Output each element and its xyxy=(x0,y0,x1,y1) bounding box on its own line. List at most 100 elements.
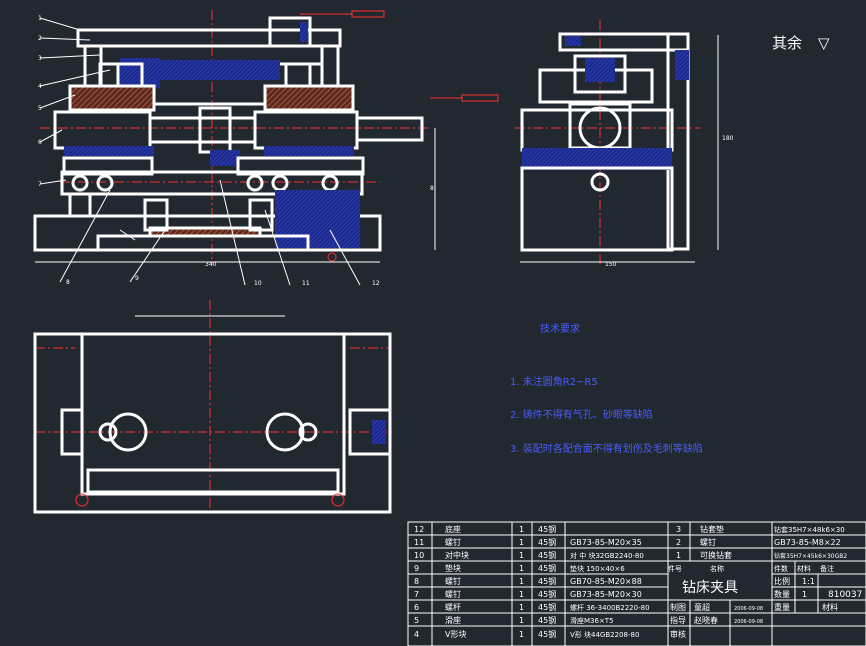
table-row: 1 可换钻套 钻套35H7×45k6×30GB2 xyxy=(676,550,847,560)
drawn-label: 制图 xyxy=(670,602,686,612)
svg-text:1: 1 xyxy=(519,538,524,547)
svg-text:8: 8 xyxy=(414,577,419,586)
svg-text:45钢: 45钢 xyxy=(538,524,556,534)
svg-text:1: 1 xyxy=(676,551,681,560)
svg-text:2: 2 xyxy=(38,35,42,42)
bom-table: 12 底座 1 45钢 11 螺钉 1 45钢 GB73-85-M20×35 1… xyxy=(414,524,650,639)
svg-text:1: 1 xyxy=(519,525,524,534)
svg-text:钻套垫: 钻套垫 xyxy=(700,524,724,534)
svg-text:45钢: 45钢 xyxy=(538,563,556,573)
table-row: 7 螺钉 1 45钢 GB73-85-M20×30 xyxy=(414,589,642,599)
table-row: 12 底座 1 45钢 xyxy=(414,524,556,534)
surface-note: 其余 xyxy=(772,34,802,52)
svg-text:对中块: 对中块 xyxy=(445,550,469,560)
table-row: 2 螺钉 GB73-85-M8×22 xyxy=(676,537,841,547)
qty-label: 数量 xyxy=(774,589,790,599)
scale-value: 1:1 xyxy=(802,577,815,586)
svg-text:9: 9 xyxy=(135,275,139,282)
svg-text:45钢: 45钢 xyxy=(538,576,556,586)
svg-text:螺钉: 螺钉 xyxy=(445,537,461,547)
drawn-by: 童超 xyxy=(694,602,710,612)
requirement-1: 1. 未注圆角R2~R5 xyxy=(510,375,598,388)
drawing-title: 钻床夹具 xyxy=(682,580,738,596)
requirements-heading: 技术要求 xyxy=(540,322,580,335)
svg-text:6: 6 xyxy=(414,603,419,612)
svg-text:螺钉: 螺钉 xyxy=(700,537,716,547)
count-label: 件数 xyxy=(774,564,788,573)
checked-label: 指导 xyxy=(670,615,686,625)
svg-text:1: 1 xyxy=(519,616,524,625)
svg-text:V形块: V形块 xyxy=(445,629,466,639)
svg-text:GB73-85-M8×22: GB73-85-M8×22 xyxy=(774,538,841,547)
svg-text:1: 1 xyxy=(519,564,524,573)
date-2: 2006-09-08 xyxy=(734,619,763,625)
svg-text:8: 8 xyxy=(430,185,434,192)
svg-text:9: 9 xyxy=(414,564,419,573)
svg-text:5: 5 xyxy=(414,616,419,625)
svg-text:11: 11 xyxy=(414,538,424,547)
bom-upper: 3 钻套垫 钻套35H7×48k6×30 2 螺钉 GB73-85-M8×22 … xyxy=(668,524,847,573)
weight-label: 重量 xyxy=(774,602,790,612)
svg-text:45钢: 45钢 xyxy=(538,550,556,560)
svg-text:底座: 底座 xyxy=(445,524,461,534)
svg-text:1: 1 xyxy=(38,15,42,22)
svg-text:1: 1 xyxy=(519,630,524,639)
table-row: 4 V形块 1 45钢 V形 块44GB2208-80 xyxy=(414,629,639,639)
table-row: 3 钻套垫 钻套35H7×48k6×30 xyxy=(676,524,845,534)
svg-text:5: 5 xyxy=(38,105,42,112)
svg-text:对 中 块32GB2240-80: 对 中 块32GB2240-80 xyxy=(570,551,644,560)
svg-text:45钢: 45钢 xyxy=(538,602,556,612)
table-row: 5 滑座 1 45钢 滑座M36×T5 xyxy=(414,615,614,625)
svg-text:11: 11 xyxy=(302,280,310,287)
table-row: 9 垫块 1 45钢 垫块 150×40×6 xyxy=(414,563,625,573)
scale-label: 比例 xyxy=(774,576,790,586)
svg-text:45钢: 45钢 xyxy=(538,629,556,639)
mat2-label: 材料 xyxy=(822,602,838,612)
table-row: 8 螺钉 1 45钢 GB70-85-M20×88 xyxy=(414,576,642,586)
table-row: 6 螺杆 1 45钢 螺杆 36-3400B2220-80 xyxy=(414,602,650,612)
svg-text:滑座M36×T5: 滑座M36×T5 xyxy=(570,616,614,625)
svg-text:4: 4 xyxy=(38,83,42,90)
svg-text:1: 1 xyxy=(519,590,524,599)
table-row: 10 对中块 1 45钢 对 中 块32GB2240-80 xyxy=(414,550,644,560)
svg-text:3: 3 xyxy=(676,525,681,534)
svg-text:10: 10 xyxy=(414,551,424,560)
svg-text:340: 340 xyxy=(205,261,217,268)
svg-text:2: 2 xyxy=(676,538,681,547)
side-view: 150 180 xyxy=(515,20,734,268)
material-label: 材料 xyxy=(797,564,811,573)
roughness-symbol-icon: ▽ xyxy=(818,34,830,52)
svg-text:12: 12 xyxy=(372,280,380,287)
svg-text:垫块 150×40×6: 垫块 150×40×6 xyxy=(570,564,625,573)
seq-label: 件号 xyxy=(668,564,682,573)
svg-text:180: 180 xyxy=(722,135,734,142)
top-view xyxy=(33,300,395,514)
name-label: 名称 xyxy=(710,564,724,573)
svg-text:GB70-85-M20×88: GB70-85-M20×88 xyxy=(570,577,642,586)
svg-text:1: 1 xyxy=(519,551,524,560)
svg-text:垫块: 垫块 xyxy=(445,563,461,573)
svg-text:45钢: 45钢 xyxy=(538,537,556,547)
svg-text:钻套35H7×48k6×30: 钻套35H7×48k6×30 xyxy=(774,525,845,534)
part-balloons: 1 2 3 4 5 6 7 8 9 10 11 12 xyxy=(38,15,380,287)
svg-text:45钢: 45钢 xyxy=(538,589,556,599)
svg-text:7: 7 xyxy=(414,590,419,599)
technical-requirements: 技术要求 1. 未注圆角R2~R5 2. 铸件不得有气孔、砂眼等缺陷 3. 装配… xyxy=(510,322,703,455)
front-view: 340 8 1 2 3 4 5 6 7 8 9 10 11 12 xyxy=(33,10,499,287)
svg-text:GB73-85-M20×35: GB73-85-M20×35 xyxy=(570,538,642,547)
approved-label: 审核 xyxy=(670,629,686,639)
svg-text:钻套35H7×45k6×30GB2: 钻套35H7×45k6×30GB2 xyxy=(774,552,847,560)
requirement-3: 3. 装配时各配合面不得有划伤及毛刺等缺陷 xyxy=(510,442,703,455)
svg-text:1: 1 xyxy=(519,603,524,612)
date-1: 2006-09-08 xyxy=(734,606,763,612)
svg-text:螺杆 36-3400B2220-80: 螺杆 36-3400B2220-80 xyxy=(570,603,650,612)
svg-text:1: 1 xyxy=(519,577,524,586)
svg-text:12: 12 xyxy=(414,525,424,534)
svg-text:3: 3 xyxy=(38,55,42,62)
svg-text:4: 4 xyxy=(414,630,419,639)
svg-text:6: 6 xyxy=(38,139,42,146)
remark-label: 备注 xyxy=(820,564,834,573)
qty-value: 1 xyxy=(802,590,807,599)
drawing-number: 810037 xyxy=(828,590,862,600)
checked-by: 赵晓春 xyxy=(694,615,718,625)
